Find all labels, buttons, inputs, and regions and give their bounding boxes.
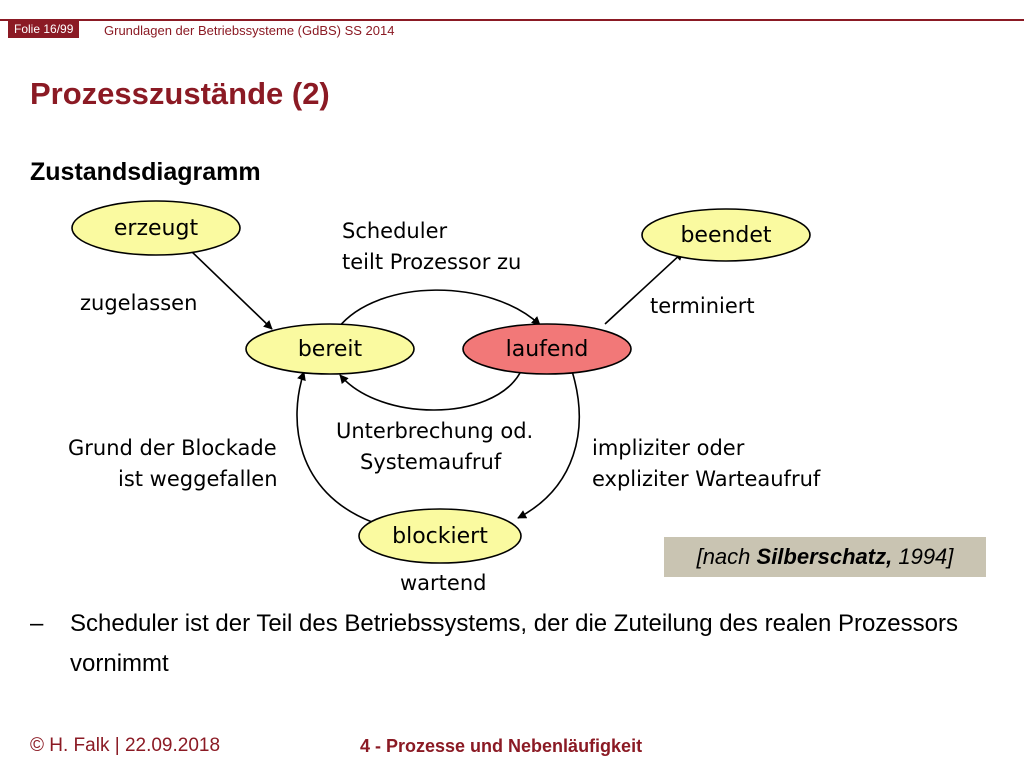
state-erzeugt [71, 200, 241, 256]
bullet-text: Scheduler ist der Teil des Betriebssyste… [70, 610, 958, 677]
state-diagram: erzeugt bereit laufend beendet blockiert… [68, 200, 821, 595]
label-scheduler-line1: Scheduler [342, 219, 447, 243]
label-scheduler-line2: teilt Prozessor zu [342, 250, 521, 274]
state-label-beendet: beendet [680, 223, 771, 248]
arrow-bereit-to-laufend [337, 289, 541, 329]
page-title: Prozesszustände (2) [30, 76, 330, 111]
arrow-laufend-to-beendet [604, 251, 684, 325]
state-label-blockiert: blockiert [392, 524, 488, 549]
slide-number-badge: Folie 16/99 [8, 20, 80, 38]
course-title: Grundlagen der Betriebssysteme (GdBS) SS… [104, 23, 395, 38]
label-grund-line1: Grund der Blockade [68, 436, 277, 460]
bullet-dash: – [30, 610, 44, 637]
state-bereit [245, 323, 415, 375]
section-subheading: Zustandsdiagramm [30, 158, 261, 186]
state-blockiert [358, 508, 522, 564]
footer-chapter: 4 - Prozesse und Nebenläufigkeit [360, 736, 643, 756]
state-label-bereit: bereit [298, 337, 363, 362]
state-label-laufend: laufend [506, 337, 589, 362]
label-unterbrechung-line2: Systemaufruf [360, 450, 502, 474]
citation-prefix: [nach [696, 544, 757, 569]
citation-suffix: 1994] [892, 544, 954, 569]
footer-author-date: © H. Falk | 22.09.2018 [30, 735, 221, 756]
label-impliziter-line1: impliziter oder [592, 436, 745, 460]
label-unterbrechung-line1: Unterbrechung od. [336, 419, 533, 443]
arrow-laufend-to-blockiert [517, 370, 580, 519]
header-rule [0, 19, 1024, 21]
bullet-item: – Scheduler ist der Teil des Betriebssys… [30, 604, 990, 684]
state-laufend [462, 323, 632, 375]
arrow-blockiert-to-bereit [296, 371, 373, 523]
label-zugelassen: zugelassen [80, 291, 197, 315]
label-wartend: wartend [400, 571, 486, 595]
label-grund-line2: ist weggefallen [118, 467, 278, 491]
arrow-erzeugt-to-bereit [189, 249, 273, 330]
arrow-laufend-to-bereit [339, 372, 521, 411]
state-label-erzeugt: erzeugt [114, 216, 199, 241]
label-terminiert: terminiert [650, 294, 755, 318]
label-impliziter-line2: expliziter Warteaufruf [592, 467, 821, 491]
citation-author: Silberschatz, [756, 544, 893, 569]
citation-box: [nach Silberschatz, 1994] [664, 537, 986, 577]
state-beendet [641, 208, 811, 262]
